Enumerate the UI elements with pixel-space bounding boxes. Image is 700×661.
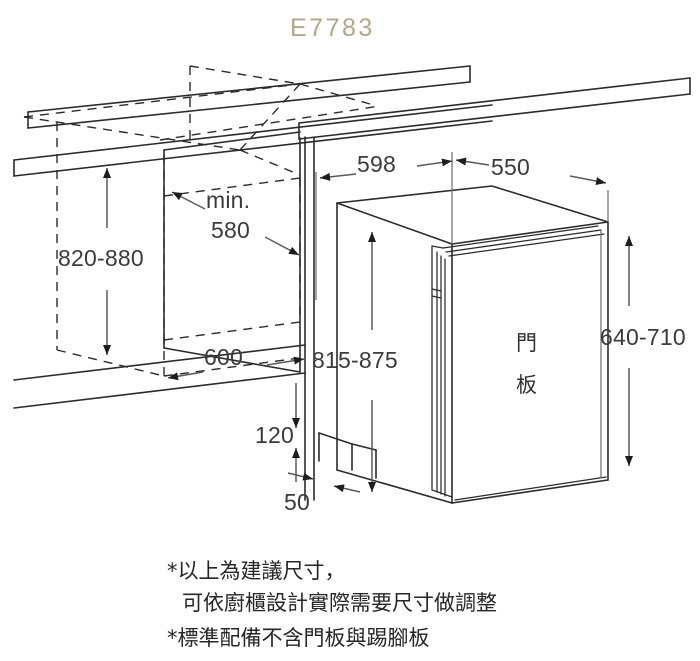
dimension-label-cabinet-width: 600 — [204, 344, 243, 370]
footnote-line-3: *標準配備不含門板與踢腳板 — [167, 626, 430, 650]
door-panel-label-char1: 門 — [516, 331, 537, 355]
dimension-label-appliance-width: 598 — [357, 151, 396, 177]
dimension-appliance-width: 598 — [315, 151, 453, 300]
dimension-cabinet-width: 600 — [167, 344, 305, 381]
footnote-line-2: 可依廚櫃設計實際需要尺寸做調整 — [182, 591, 497, 615]
countertop-front-slab — [13, 77, 691, 177]
door-panel-label: 門 板 — [516, 331, 537, 397]
cabinet-side-panel — [304, 136, 315, 501]
door-panel-label-char2: 板 — [516, 373, 537, 397]
dimension-label-plinth-height: 120 — [255, 422, 294, 448]
floor-lines — [13, 344, 306, 409]
dimension-label-door-panel-height: 640-710 — [600, 324, 686, 350]
dimension-label-appliance-height: 815-875 — [312, 347, 398, 373]
dimension-niche-depth: min. 580 — [171, 187, 300, 256]
dimension-appliance-depth: 550 — [455, 154, 609, 222]
door-panel-layers — [431, 225, 605, 498]
page-title: E7783 — [290, 14, 375, 42]
dimension-label-plinth-recess: 50 — [284, 489, 310, 515]
dimension-cabinet-height: 820-880 — [58, 168, 144, 355]
appliance-body — [336, 185, 609, 504]
plinth-notch — [318, 432, 377, 479]
hidden-construction-lines — [23, 65, 381, 377]
dimension-plinth-height: 120 — [255, 383, 300, 482]
dimension-plinth-recess: 50 — [284, 472, 361, 515]
dimension-label-appliance-depth: 550 — [491, 154, 530, 180]
dimension-door-panel-height: 640-710 — [600, 230, 686, 478]
dimension-appliance-height: 815-875 — [312, 232, 398, 492]
dimension-label-niche-depth-prefix: min. — [206, 187, 250, 213]
cabinet-niche — [163, 131, 301, 373]
appliance-bottom-edge — [454, 476, 607, 501]
footnote-line-1: *以上為建議尺寸， — [167, 559, 346, 583]
door-handle-detail — [431, 288, 442, 299]
dimension-label-niche-depth-value: 580 — [211, 217, 250, 243]
countertop-slab — [27, 65, 471, 129]
footnotes: *以上為建議尺寸， 可依廚櫃設計實際需要尺寸做調整 *標準配備不含門板與踢腳板 — [167, 559, 497, 650]
dimension-label-cabinet-height: 820-880 — [58, 245, 144, 271]
